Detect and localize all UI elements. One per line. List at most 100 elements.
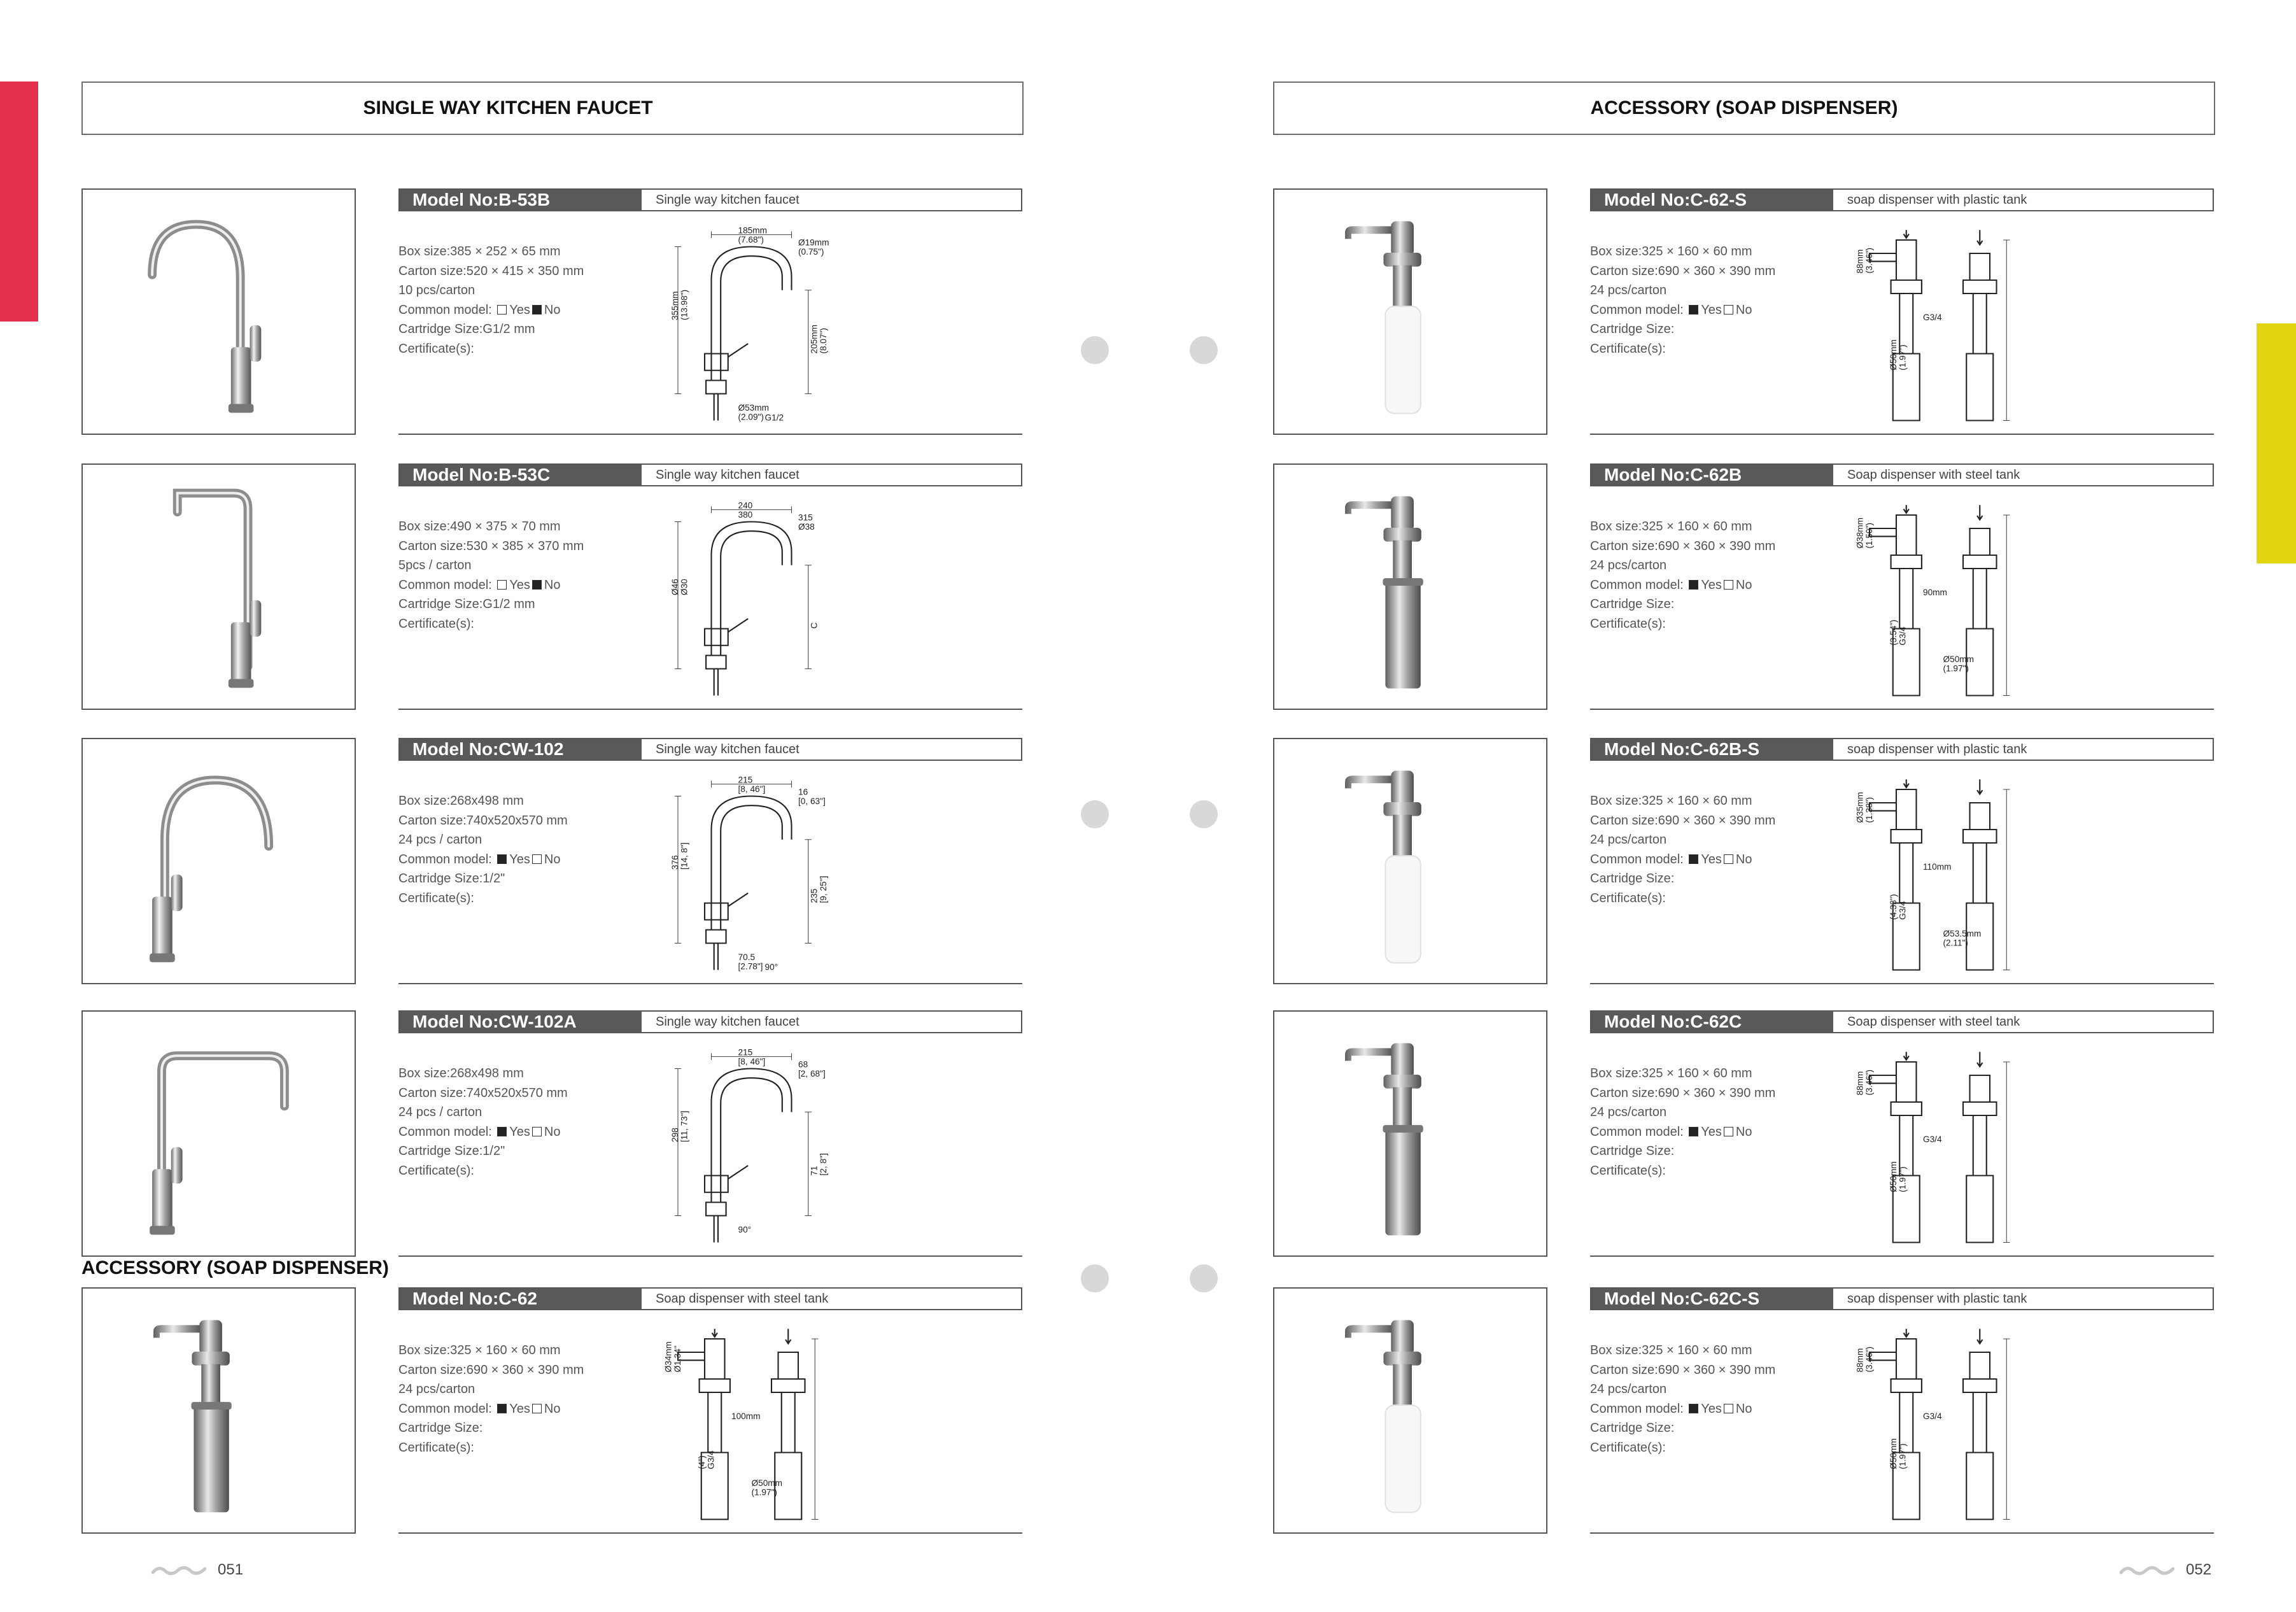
carton-size: Carton size:740x520x570 mm: [398, 1085, 568, 1100]
binder-hole: [1081, 336, 1109, 364]
carton-quantity: 24 pcs/carton: [1590, 558, 1667, 572]
svg-text:70.5: 70.5: [738, 952, 756, 962]
svg-text:[2.78"]: [2.78"]: [738, 961, 763, 971]
svg-text:298: 298: [670, 1128, 680, 1142]
svg-text:(4"): (4"): [697, 1455, 707, 1469]
box-size: Box size:490 × 375 × 70 mm: [398, 520, 561, 534]
no-label: No: [544, 302, 561, 317]
no-checkbox-icon: [532, 579, 542, 590]
no-label: No: [1735, 1401, 1752, 1416]
svg-text:88mm: 88mm: [1856, 1348, 1865, 1373]
certificates: Certificate(s):: [1590, 616, 1666, 631]
model-description: soap dispenser with plastic tank: [1847, 1291, 2027, 1306]
no-checkbox-icon: [1723, 579, 1733, 590]
right-page-footer: 052: [2120, 1561, 2211, 1579]
svg-text:[2, 68"]: [2, 68"]: [798, 1069, 826, 1078]
yes-checkbox-icon: [497, 1403, 507, 1413]
technical-drawing: 215[8, 46"]68[2, 68"]298[11, 73"]71[2, 8…: [653, 1049, 863, 1249]
no-checkbox-icon: [1723, 854, 1733, 864]
product-photo: [1273, 738, 1547, 984]
model-number: Model No:C-62C: [1591, 1012, 1833, 1032]
row-divider: [1590, 434, 2214, 435]
box-size: Box size:325 × 160 × 60 mm: [1590, 520, 1752, 534]
svg-text:185mm: 185mm: [738, 227, 767, 236]
svg-text:G3/4: G3/4: [1898, 901, 1908, 920]
product-photo: [81, 1287, 356, 1534]
yellow-side-tab: [2257, 323, 2296, 563]
box-size: Box size:325 × 160 × 60 mm: [1590, 1066, 1752, 1080]
row-divider: [1590, 983, 2214, 984]
svg-text:Ø30: Ø30: [680, 579, 689, 595]
svg-text:G3/4: G3/4: [1923, 1411, 1942, 1421]
box-size: Box size:268x498 mm: [398, 794, 524, 808]
carton-quantity: 24 pcs/carton: [1590, 1105, 1667, 1119]
common-model-label: Common model:: [398, 302, 492, 317]
svg-text:(13.98"): (13.98"): [680, 290, 689, 320]
svg-text:90°: 90°: [765, 963, 778, 972]
binder-hole: [1190, 800, 1218, 828]
no-label: No: [1735, 577, 1752, 592]
svg-text:[2, 8"]: [2, 8"]: [819, 1153, 828, 1175]
svg-text:Ø53mm: Ø53mm: [738, 403, 770, 413]
svg-text:(0.75"): (0.75"): [798, 247, 824, 257]
no-label: No: [1735, 1124, 1752, 1139]
no-checkbox-icon: [1723, 304, 1733, 315]
carton-quantity: 24 pcs/carton: [1590, 833, 1667, 847]
no-label: No: [544, 1124, 561, 1139]
common-model-label: Common model:: [398, 1124, 492, 1139]
cartridge-size: Cartridge Size:: [1590, 1421, 1675, 1435]
yes-label: Yes: [1701, 1401, 1722, 1416]
no-checkbox-icon: [1723, 1126, 1733, 1136]
yes-checkbox-icon: [497, 1126, 507, 1136]
certificates: Certificate(s):: [1590, 341, 1666, 356]
cartridge-size: Cartridge Size:: [1590, 1144, 1675, 1158]
svg-text:110mm: 110mm: [1923, 862, 1951, 872]
common-model-label: Common model:: [1590, 1401, 1684, 1416]
svg-text:376: 376: [670, 855, 680, 870]
svg-text:(2.11"): (2.11"): [1943, 938, 1968, 948]
box-size: Box size:325 × 160 × 60 mm: [1590, 794, 1752, 808]
row-divider: [398, 1255, 1022, 1257]
svg-text:G3/4: G3/4: [1898, 626, 1908, 646]
svg-text:88mm: 88mm: [1856, 250, 1865, 274]
carton-quantity: 24 pcs/carton: [1590, 283, 1667, 297]
product-photo: [81, 738, 356, 984]
certificates: Certificate(s):: [1590, 891, 1666, 905]
svg-text:16: 16: [798, 787, 808, 796]
box-size: Box size:268x498 mm: [398, 1066, 524, 1080]
cartridge-size: Cartridge Size:G1/2 mm: [398, 597, 535, 611]
left-section-header: SINGLE WAY KITCHEN FAUCET: [81, 81, 1024, 135]
model-description: Soap dispenser with steel tank: [1847, 467, 2020, 482]
svg-text:380: 380: [738, 510, 753, 520]
yes-label: Yes: [1701, 852, 1722, 866]
certificates: Certificate(s):: [398, 1163, 474, 1178]
common-model-label: Common model:: [398, 852, 492, 866]
carton-quantity: 24 pcs / carton: [398, 1105, 482, 1119]
carton-quantity: 24 pcs / carton: [398, 833, 482, 847]
technical-drawing: 215[8, 46"]16[0, 63"]376[14, 8"]235[9, 2…: [653, 776, 863, 977]
svg-text:[14, 8"]: [14, 8"]: [680, 842, 689, 870]
yes-checkbox-icon: [1689, 1126, 1699, 1136]
model-description: Soap dispenser with steel tank: [1847, 1014, 2020, 1029]
model-number: Model No:C-62-S: [1591, 190, 1833, 210]
no-label: No: [544, 852, 561, 866]
carton-size: Carton size:690 × 360 × 390 mm: [398, 1362, 584, 1377]
model-number: Model No:C-62B: [1591, 465, 1833, 485]
cartridge-size: Cartridge Size:: [398, 1421, 483, 1435]
row-divider: [398, 709, 1022, 710]
model-number: Model No:C-62B-S: [1591, 739, 1833, 760]
no-label: No: [544, 1401, 561, 1416]
yes-label: Yes: [509, 852, 530, 866]
carton-size: Carton size:690 × 360 × 390 mm: [1590, 1085, 1776, 1100]
svg-text:[9, 25"]: [9, 25"]: [819, 876, 828, 903]
